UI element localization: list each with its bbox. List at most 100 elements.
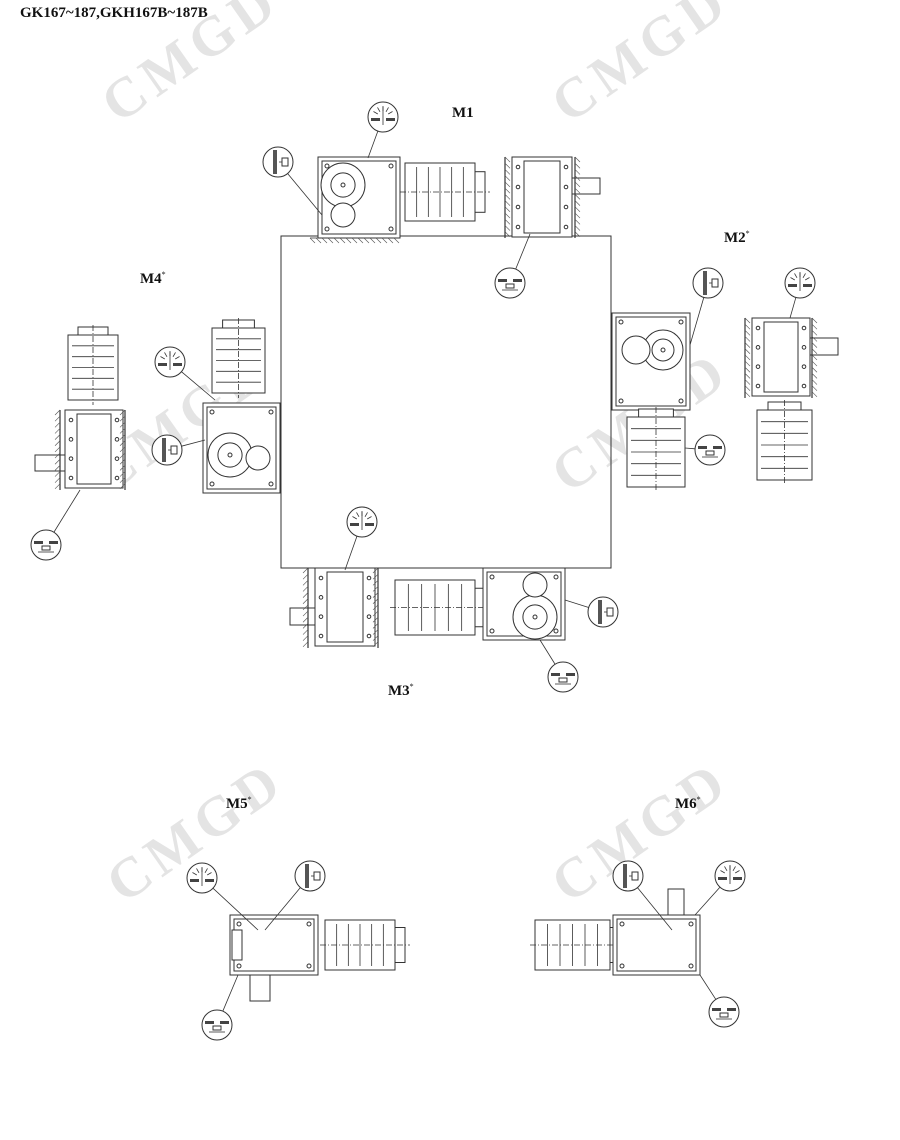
hatch-line — [309, 237, 316, 244]
bolt — [318, 575, 324, 581]
hatch-line — [302, 598, 309, 604]
hatch-line — [119, 434, 126, 440]
plug-mark — [727, 1008, 736, 1011]
vent-ray — [206, 872, 212, 876]
oil-drain-indicator — [494, 233, 531, 299]
hatch-line — [372, 598, 379, 604]
bolt — [388, 226, 394, 232]
indicator-circle — [494, 267, 526, 299]
plug-mark — [162, 438, 166, 462]
level-cap — [170, 445, 178, 455]
bolt — [801, 383, 807, 389]
page-title: GK167~187,GKH167B~187B — [20, 5, 208, 21]
hatch-line — [811, 360, 818, 367]
plug-mark — [34, 541, 43, 544]
motor — [400, 162, 490, 222]
plug-mark — [498, 279, 507, 282]
oil-level-indicator — [262, 146, 323, 216]
hatch-line — [372, 610, 379, 617]
hatch-line — [504, 169, 511, 175]
indicator-circle — [294, 860, 326, 892]
vent-ray — [734, 870, 740, 874]
output-shaft — [289, 607, 316, 626]
input-shaft-bore — [245, 445, 271, 471]
oil-level-indicator — [689, 267, 724, 346]
label-m4: M4* — [140, 270, 166, 287]
hatch-line — [504, 194, 511, 200]
hatch-line — [574, 181, 581, 188]
hatch-line — [119, 452, 126, 459]
bolt — [68, 456, 74, 461]
vent-ray — [160, 356, 166, 360]
bolt — [236, 921, 242, 927]
oil-level-indicator — [151, 434, 206, 466]
oil-level-indicator — [264, 860, 326, 931]
housing-inner — [523, 160, 561, 234]
plug-mark — [273, 150, 277, 174]
bolt — [366, 575, 372, 581]
shaft-center — [227, 452, 233, 458]
label-m1: M1 — [452, 105, 474, 121]
leader-line — [212, 887, 259, 931]
input-shaft-bore — [330, 202, 356, 228]
bolt — [268, 409, 274, 415]
bolt — [553, 574, 559, 580]
hatch-line — [119, 415, 126, 422]
hatch-line — [744, 379, 751, 385]
hatch-line — [811, 367, 818, 373]
bolt — [68, 417, 74, 423]
bolt — [366, 614, 372, 619]
vent-ray — [373, 111, 379, 115]
hatch-line — [372, 617, 379, 623]
leader-line — [539, 639, 556, 665]
breather-valve-indicator — [154, 346, 216, 401]
hatch-line — [54, 434, 61, 440]
hatch-line — [54, 428, 61, 434]
level-cap — [711, 278, 719, 288]
motor — [390, 579, 490, 636]
plug-mark — [718, 877, 727, 880]
hatch-line — [744, 385, 751, 391]
hatch-line — [119, 422, 126, 428]
hatch-line — [302, 617, 309, 623]
plug-mark — [703, 271, 707, 295]
bolt — [755, 383, 761, 389]
plug-mark — [698, 446, 707, 449]
hatch-line — [372, 573, 379, 580]
hatch-line — [302, 610, 309, 617]
hatch-line — [302, 635, 309, 641]
vent-ray — [802, 273, 806, 279]
breather-valve-indicator — [344, 506, 378, 571]
mounting-surface-box — [280, 235, 612, 569]
bolt — [801, 325, 807, 331]
hatch-line — [744, 348, 751, 354]
hatch-line — [574, 212, 581, 219]
hatch-line — [119, 483, 126, 490]
hatch-line — [744, 336, 751, 342]
bolt — [563, 164, 569, 170]
motor — [320, 919, 410, 971]
gearbox-housing — [612, 914, 701, 976]
hatch-line — [811, 323, 818, 330]
hatch-line — [119, 471, 126, 477]
input-shaft-bore — [522, 572, 548, 598]
hatch-line — [54, 446, 61, 453]
hatch-line — [372, 641, 379, 648]
leader-line — [564, 599, 589, 608]
output-shaft — [34, 454, 66, 472]
hatch-line — [574, 194, 581, 200]
hatch-line — [574, 187, 581, 194]
hatch-line — [811, 348, 818, 354]
bolt — [114, 417, 120, 423]
label-m5: M5* — [226, 795, 252, 812]
hatch-line — [119, 428, 126, 434]
hatch-line — [372, 580, 379, 586]
plug-mark — [386, 118, 395, 121]
hatch-line — [54, 415, 61, 422]
housing-inner — [76, 413, 112, 485]
plug-mark — [551, 673, 560, 676]
hatch-line — [744, 342, 751, 348]
indicator-circle — [694, 434, 726, 466]
hatch-line — [321, 237, 328, 244]
hatch-line — [504, 200, 511, 206]
